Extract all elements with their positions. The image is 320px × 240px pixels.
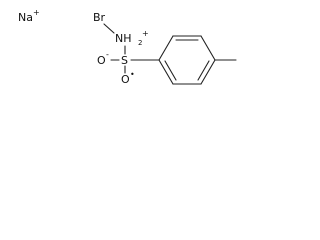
sulfur-atom: S: [121, 54, 128, 67]
ring-bond-1: [158, 35, 174, 61]
sodium-symbol: Na: [18, 11, 33, 24]
oxygen-bottom-symbol: O: [121, 73, 130, 86]
oxygen-radical: O •: [121, 70, 135, 86]
sodium-charge: +: [33, 8, 40, 17]
hydrogen-count: 2: [138, 39, 142, 47]
ring-bond-3: [200, 35, 216, 61]
oxygen-bottom-radical: •: [130, 70, 135, 79]
oxygen-anion: O -: [97, 50, 109, 67]
nitrogen-charge: +: [142, 29, 149, 38]
nitrogen-symbol: NH: [115, 32, 132, 45]
ammonium-nitrogen: NH 2 +: [115, 29, 149, 47]
ring-double-bond-right: [197, 60, 210, 81]
bromine-atom: Br: [93, 11, 106, 24]
ring-bond-4: [200, 59, 216, 85]
br-n-bond: [103, 23, 115, 34]
sodium-ion: Na +: [18, 8, 40, 24]
structure-canvas: Na + Br NH 2 + S O - O •: [18, 8, 237, 86]
ring-double-bond-left: [164, 60, 177, 81]
benzene-ring: [158, 35, 216, 85]
ring-bond-6: [158, 59, 174, 85]
oxygen-left-charge: -: [106, 50, 109, 59]
oxygen-left-symbol: O: [97, 54, 106, 67]
